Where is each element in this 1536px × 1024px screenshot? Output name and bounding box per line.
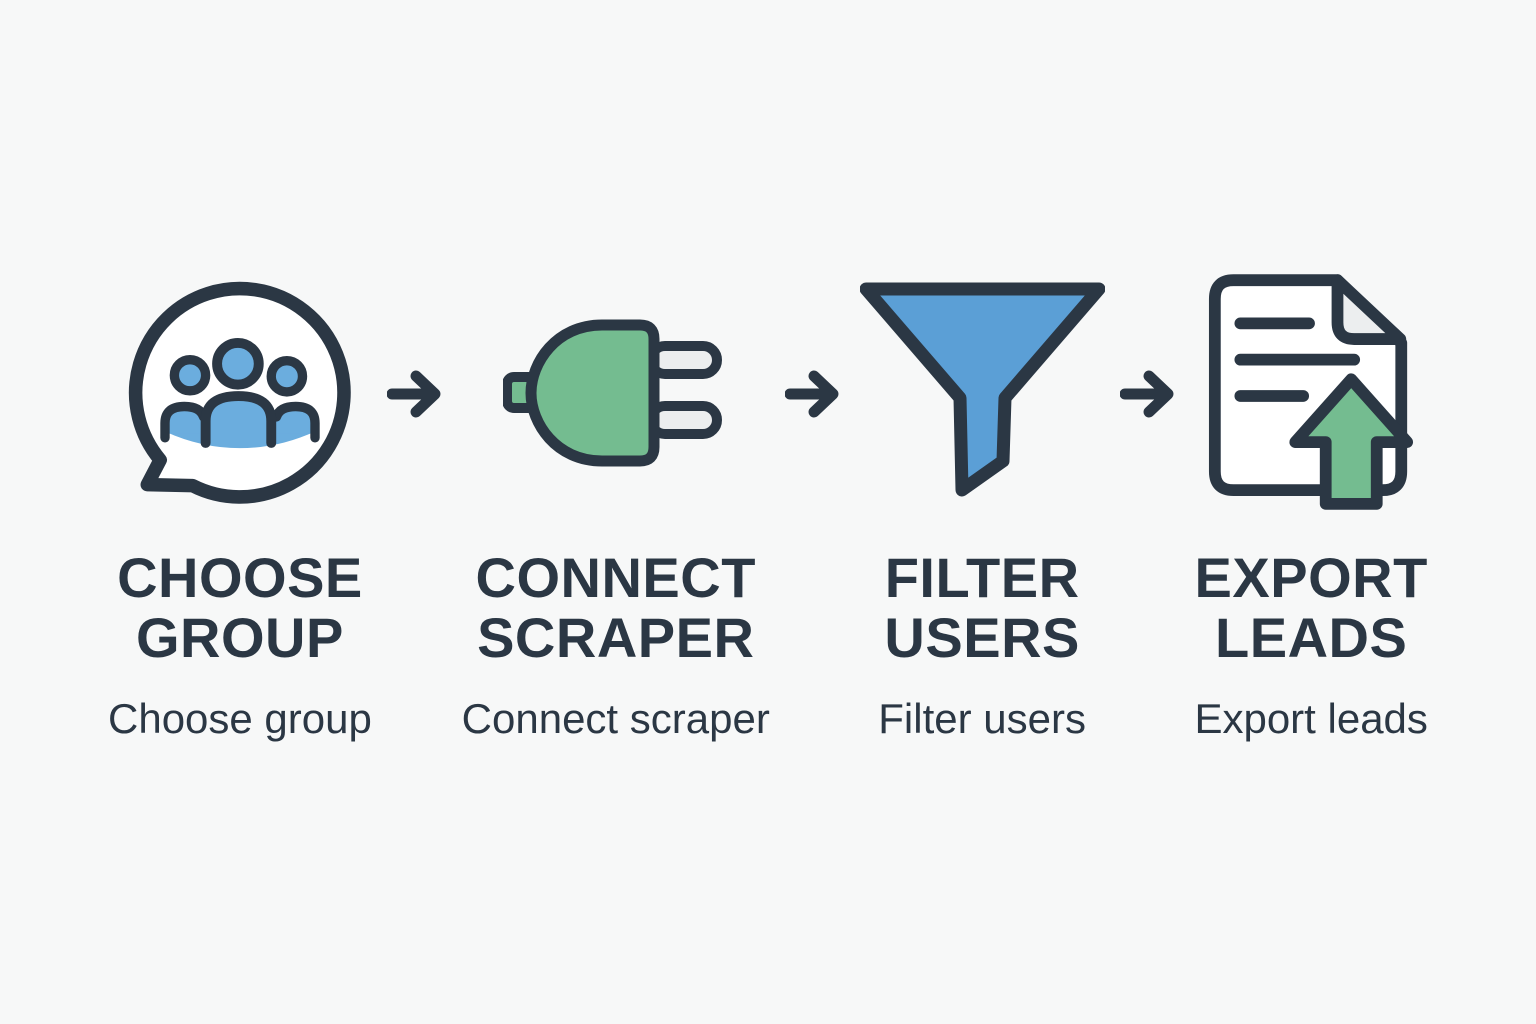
- arrow-box: [386, 268, 447, 520]
- step-title: CHOOSE GROUP: [117, 546, 363, 670]
- process-diagram: CHOOSE GROUP Choose group CONNECT SCRAPE…: [108, 268, 1428, 743]
- step-subtitle: Connect scraper: [461, 694, 770, 742]
- step-subtitle: Filter users: [878, 694, 1086, 742]
- step-export-leads: EXPORT LEADS Export leads: [1194, 268, 1428, 743]
- step-subtitle: Export leads: [1194, 694, 1428, 742]
- group-chat-icon: [128, 281, 351, 504]
- step-title: CONNECT SCRAPER: [475, 546, 756, 670]
- step-subtitle: Choose group: [108, 694, 372, 742]
- funnel-icon: [859, 282, 1105, 496]
- step-title: EXPORT LEADS: [1194, 546, 1428, 670]
- export-document-icon: [1209, 273, 1414, 510]
- arrow-right-icon: [1119, 370, 1174, 418]
- step-title: FILTER USERS: [884, 546, 1080, 670]
- step-choose-group: CHOOSE GROUP Choose group: [108, 268, 372, 743]
- step-icon-box: [115, 268, 365, 520]
- plug-icon: [503, 319, 723, 467]
- arrow-box: [1119, 268, 1180, 520]
- step-icon-box: [1207, 268, 1415, 520]
- step-connect-scraper: CONNECT SCRAPER Connect scraper: [462, 268, 770, 743]
- arrow-right-icon: [386, 370, 441, 418]
- arrow-right-icon: [784, 370, 839, 418]
- step-icon-box: [859, 268, 1105, 520]
- arrow-box: [784, 268, 845, 520]
- step-icon-box: [503, 268, 728, 520]
- step-filter-users: FILTER USERS Filter users: [859, 268, 1105, 743]
